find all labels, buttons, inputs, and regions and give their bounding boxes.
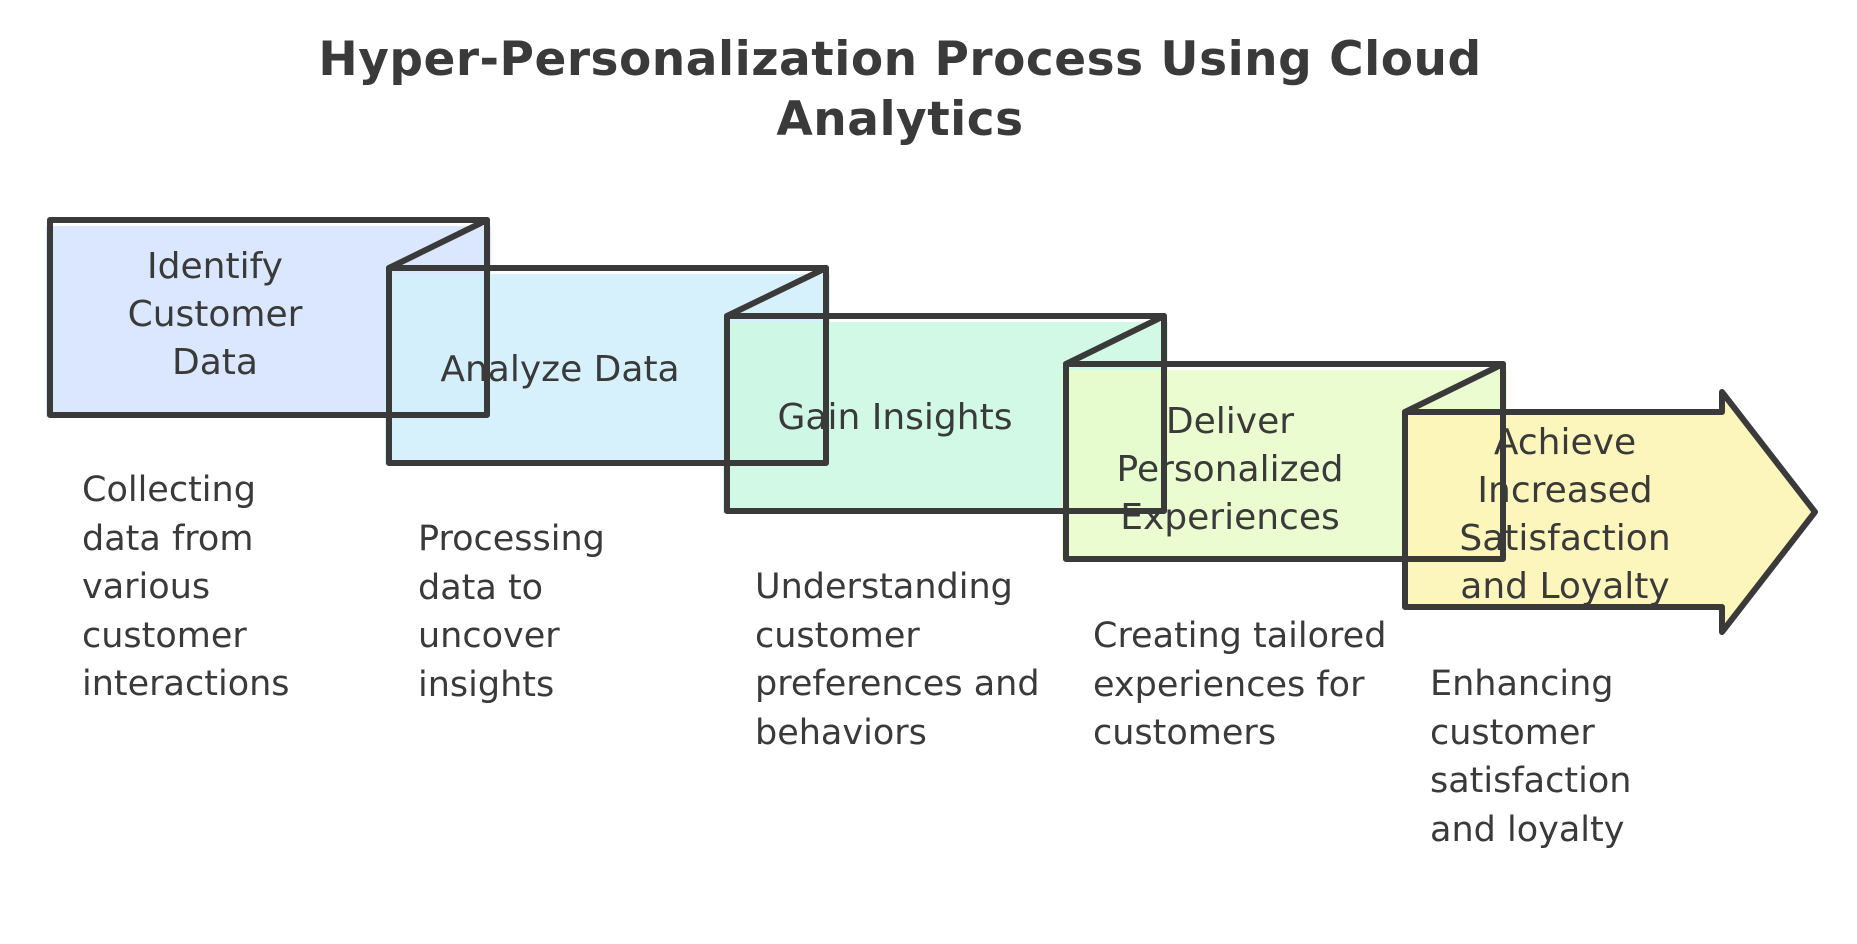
step-3-label: Gain Insights [777, 397, 1013, 438]
step-4-label: Deliver Personalized Experiences [1116, 401, 1344, 538]
step-5-arrow [1402, 389, 1818, 635]
step-3-fold [1063, 313, 1167, 367]
step-4-description: Creating tailored experiences for custom… [1093, 616, 1387, 753]
diagram-title: Hyper-Personalization Process Using Clou… [318, 32, 1482, 147]
step-5-label: Achieve Increased Satisfaction and Loyal… [1459, 422, 1671, 607]
step-4-fold [1402, 361, 1506, 415]
step-1-label: Identify Customer Data [127, 246, 303, 383]
step-2-fold [724, 265, 829, 319]
step-2-panel [386, 265, 829, 466]
step-5-arrow-fill [1405, 392, 1815, 632]
step-2-label: Analyze Data [440, 349, 680, 390]
step-3-description: Understanding customer preferences and b… [755, 567, 1040, 753]
step-1-fold [386, 217, 490, 271]
step-3-panel [724, 313, 1167, 514]
step-4-panel [1063, 361, 1506, 562]
step-1-panel [47, 217, 490, 418]
step-5-description: Enhancing customer satisfaction and loya… [1430, 664, 1632, 850]
step-2-description: Processing data to uncover insights [418, 519, 605, 705]
step-1-description: Collecting data from various customer in… [82, 470, 290, 704]
